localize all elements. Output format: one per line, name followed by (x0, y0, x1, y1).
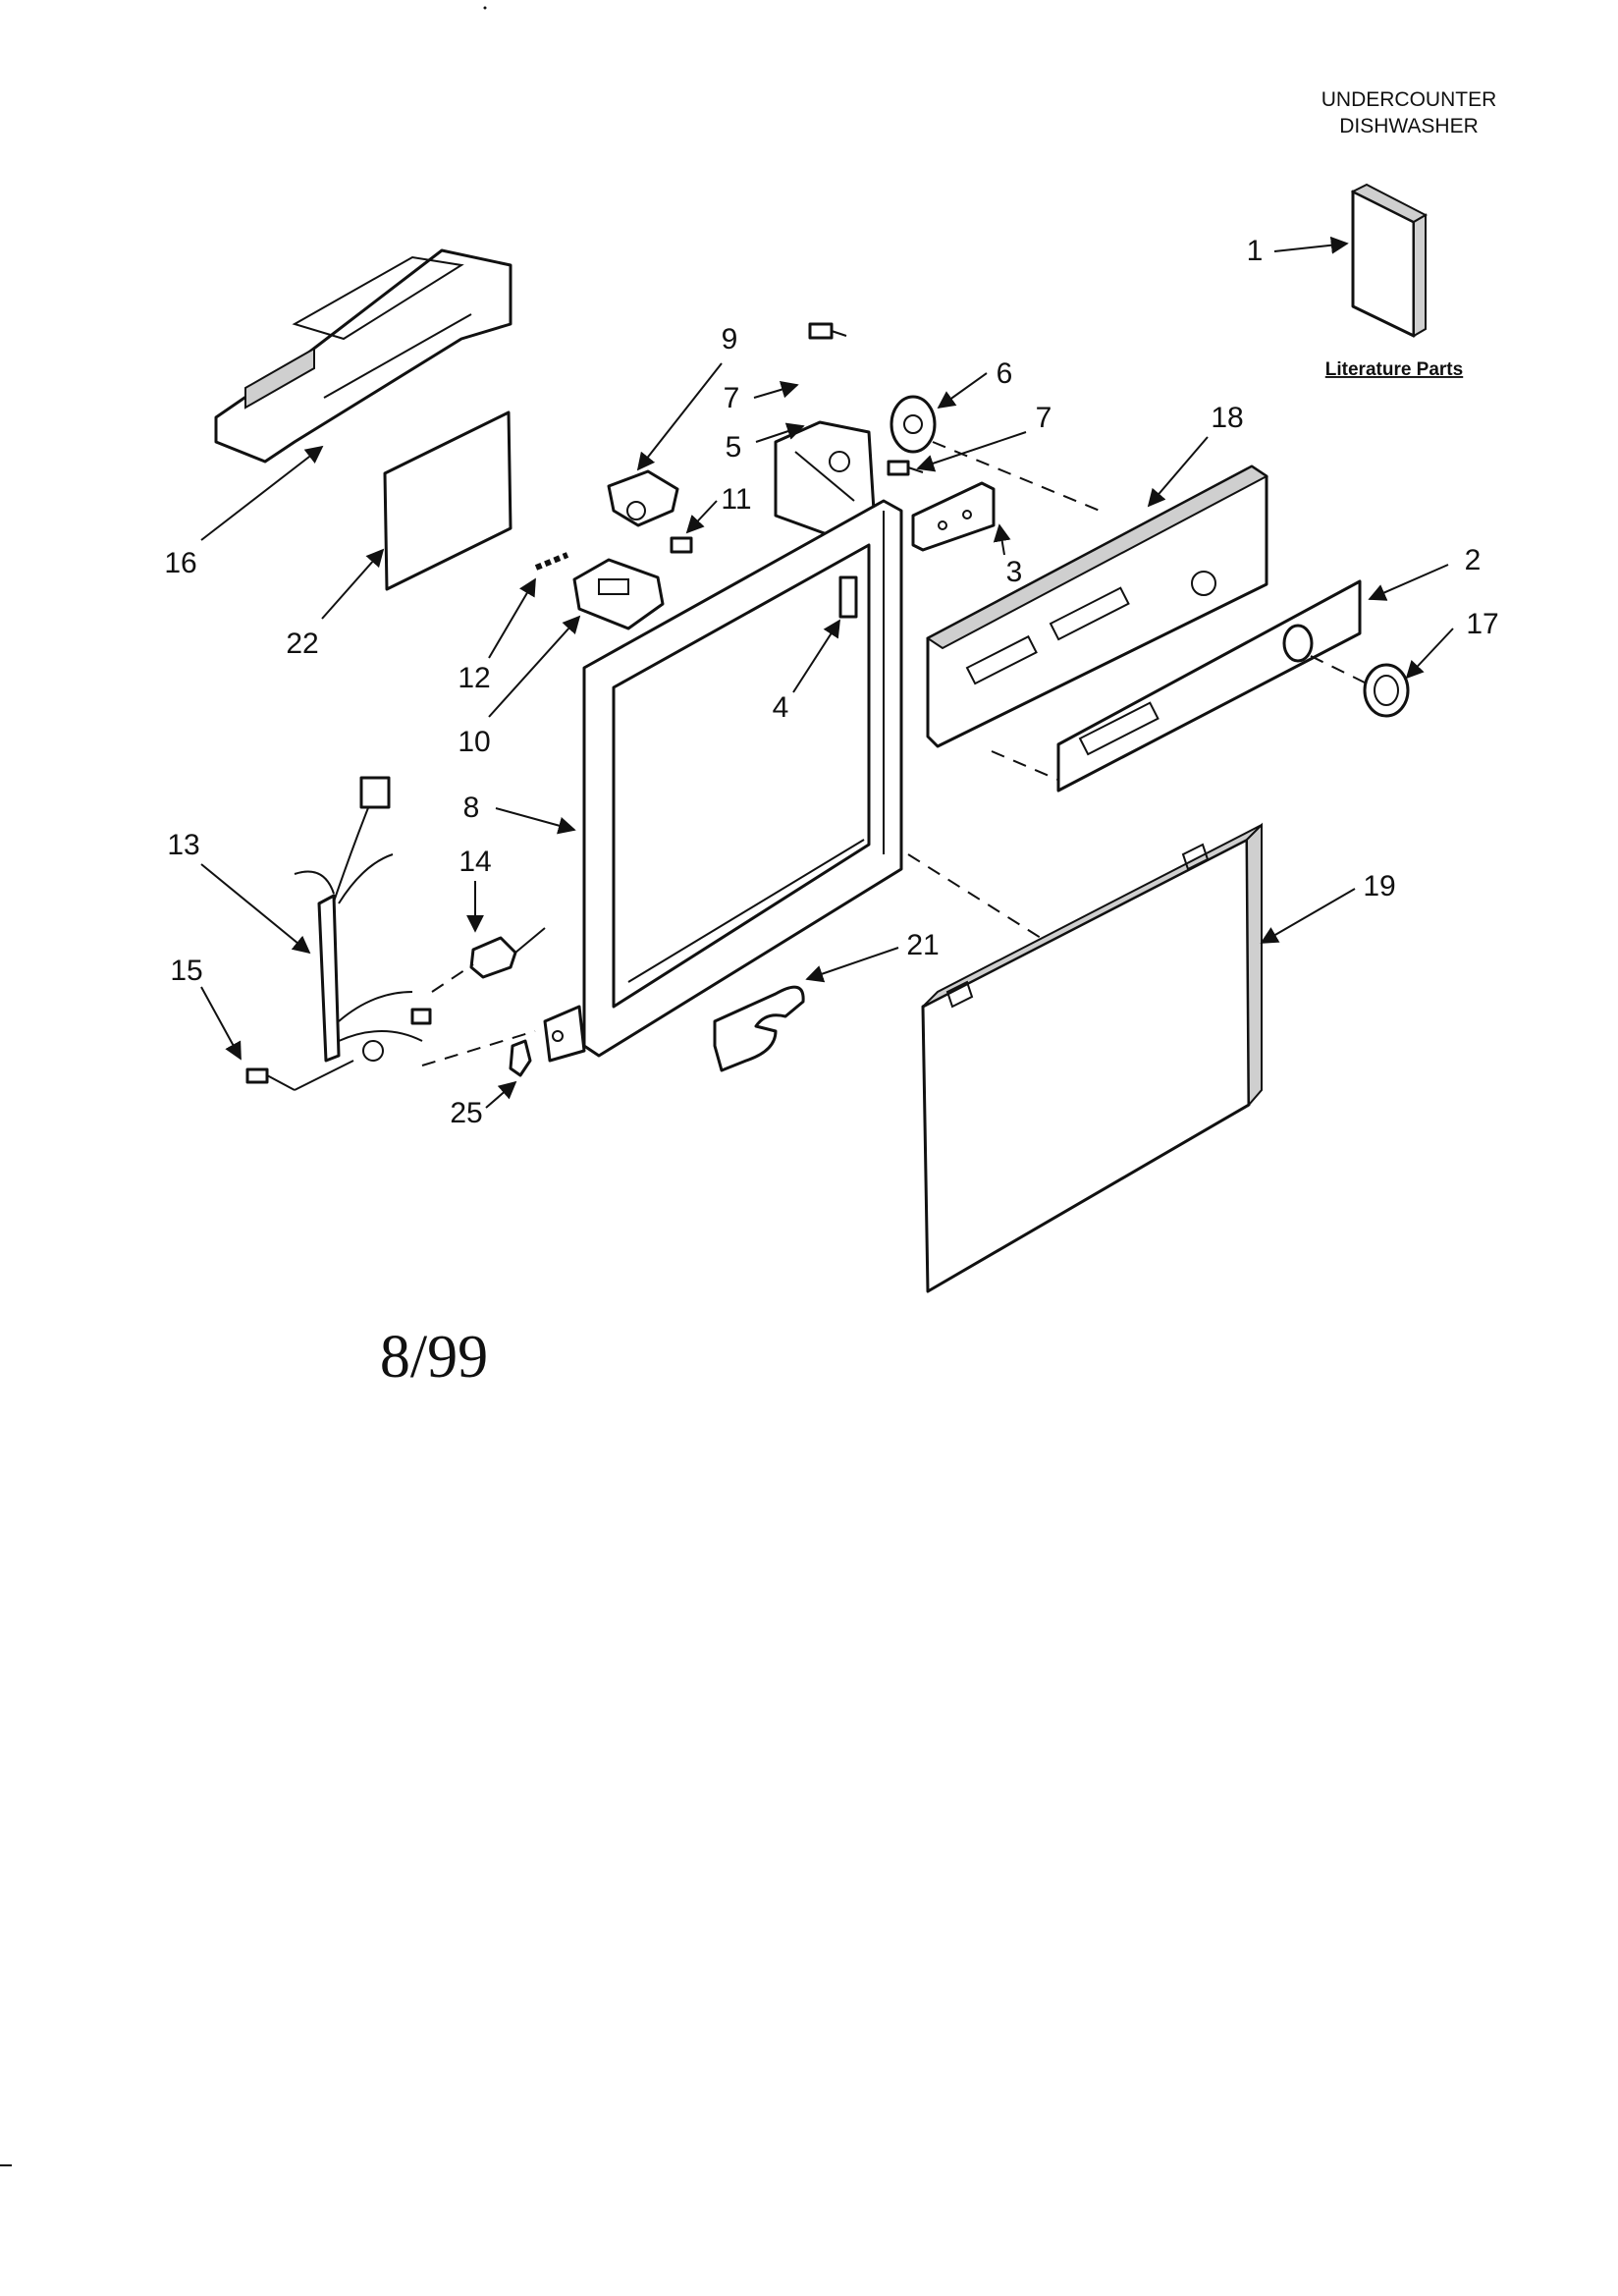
wire-harness (294, 776, 432, 1063)
control-panel (926, 465, 1268, 748)
inner-door-frame (543, 499, 903, 1063)
knob-alignment-line (1310, 655, 1368, 684)
harness-alignment-line (421, 1030, 536, 1066)
screw-lower (887, 460, 924, 476)
wire-connector (469, 927, 546, 979)
literature-parts-label: Literature Parts (1325, 359, 1463, 380)
callout-11: 11 (721, 483, 751, 516)
callout-10: 10 (458, 726, 490, 758)
latch-switch (670, 536, 693, 554)
callout-19: 19 (1363, 870, 1395, 902)
wire-clip (509, 1039, 532, 1077)
door-latch-slot (838, 575, 858, 619)
screw-upper (808, 322, 847, 340)
control-knob (1363, 663, 1410, 718)
callout-18: 18 (1211, 402, 1243, 434)
leader-arrows (200, 236, 1454, 1109)
connector-alignment-line (431, 963, 474, 993)
callout-7-upper: 7 (724, 382, 740, 414)
callout-5: 5 (726, 431, 742, 464)
callout-8: 8 (463, 792, 480, 824)
callout-14: 14 (458, 846, 491, 878)
callout-17: 17 (1466, 608, 1498, 640)
outer-door-panel (921, 822, 1263, 1293)
latch-housing (572, 558, 665, 630)
scan-dot (483, 6, 487, 10)
latch-bracket (607, 469, 679, 527)
callout-25: 25 (450, 1097, 482, 1129)
literature-booklet (1350, 183, 1429, 338)
header-line1: UNDERCOUNTER (1321, 88, 1497, 111)
callout-6: 6 (997, 357, 1013, 390)
panel-alignment-line (991, 750, 1061, 782)
control-panel-overlay (1056, 579, 1362, 793)
callout-13: 13 (167, 829, 199, 861)
callout-3: 3 (1006, 556, 1023, 588)
revision-date: 8/99 (380, 1324, 488, 1391)
harness-screw (245, 1067, 296, 1091)
callout-7-lower: 7 (1036, 402, 1052, 434)
frame-alignment-line (907, 853, 1042, 939)
callout-4: 4 (773, 691, 789, 724)
header-line2: DISHWASHER (1339, 115, 1479, 137)
vent-housing (214, 248, 512, 464)
latch-spring (534, 552, 569, 571)
callout-12: 12 (458, 662, 490, 694)
callout-21: 21 (906, 929, 939, 961)
callout-15: 15 (170, 955, 202, 987)
callout-22: 22 (286, 628, 318, 660)
control-knob-cam (890, 395, 937, 454)
callout-9: 9 (722, 323, 738, 355)
callout-2: 2 (1465, 544, 1482, 576)
callout-1: 1 (1247, 235, 1264, 267)
panel-bracket (911, 481, 996, 552)
callout-16: 16 (164, 547, 196, 579)
insulation-sheet (383, 410, 512, 591)
door-handle (713, 985, 805, 1072)
screw-leader-line (294, 1060, 354, 1091)
